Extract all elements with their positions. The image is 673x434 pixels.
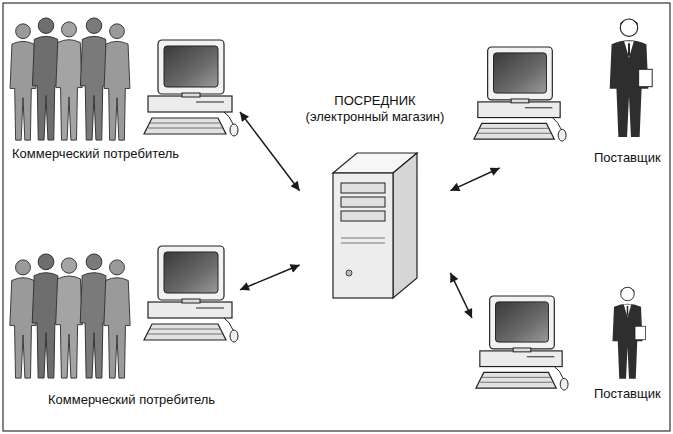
node-label: Поставщик [594,150,661,166]
node-label: Коммерческий потребитель [48,392,215,408]
node-label: ПОСРЕДНИК [334,93,415,109]
server-node: ПОСРЕДНИК(электронный магазин) [300,93,451,315]
double-arrow [450,273,472,318]
computer-node: Поставщик [470,10,668,168]
person-silhouette [10,24,36,140]
computer-node: Коммерческий потребитель [8,16,240,166]
figure-frame [3,3,670,431]
computer-icon [474,47,566,141]
server-icon [333,153,417,298]
computer-node: Поставщик [472,282,668,406]
node-label: Коммерческий потребитель [12,146,179,162]
computer-icon [476,296,568,390]
consumer-group [10,18,130,140]
person-silhouette [56,22,82,140]
double-arrow [240,265,300,290]
person-silhouette [80,254,108,378]
person-silhouette [56,258,83,378]
person-silhouette [32,18,59,140]
computer-node: Коммерческий потребитель [8,240,240,418]
supplier-figure [610,19,653,137]
supplier-figure [613,287,646,379]
person-silhouette [104,260,130,378]
double-arrow [240,112,300,191]
node-sublabel: (электронный магазин) [306,109,445,125]
double-arrow [450,168,499,191]
person-silhouette [80,18,107,140]
computer-icon [144,40,238,136]
node-label: Поставщик [594,386,661,402]
computer-icon [144,246,238,342]
person-silhouette [104,24,130,140]
consumer-group [10,254,130,378]
